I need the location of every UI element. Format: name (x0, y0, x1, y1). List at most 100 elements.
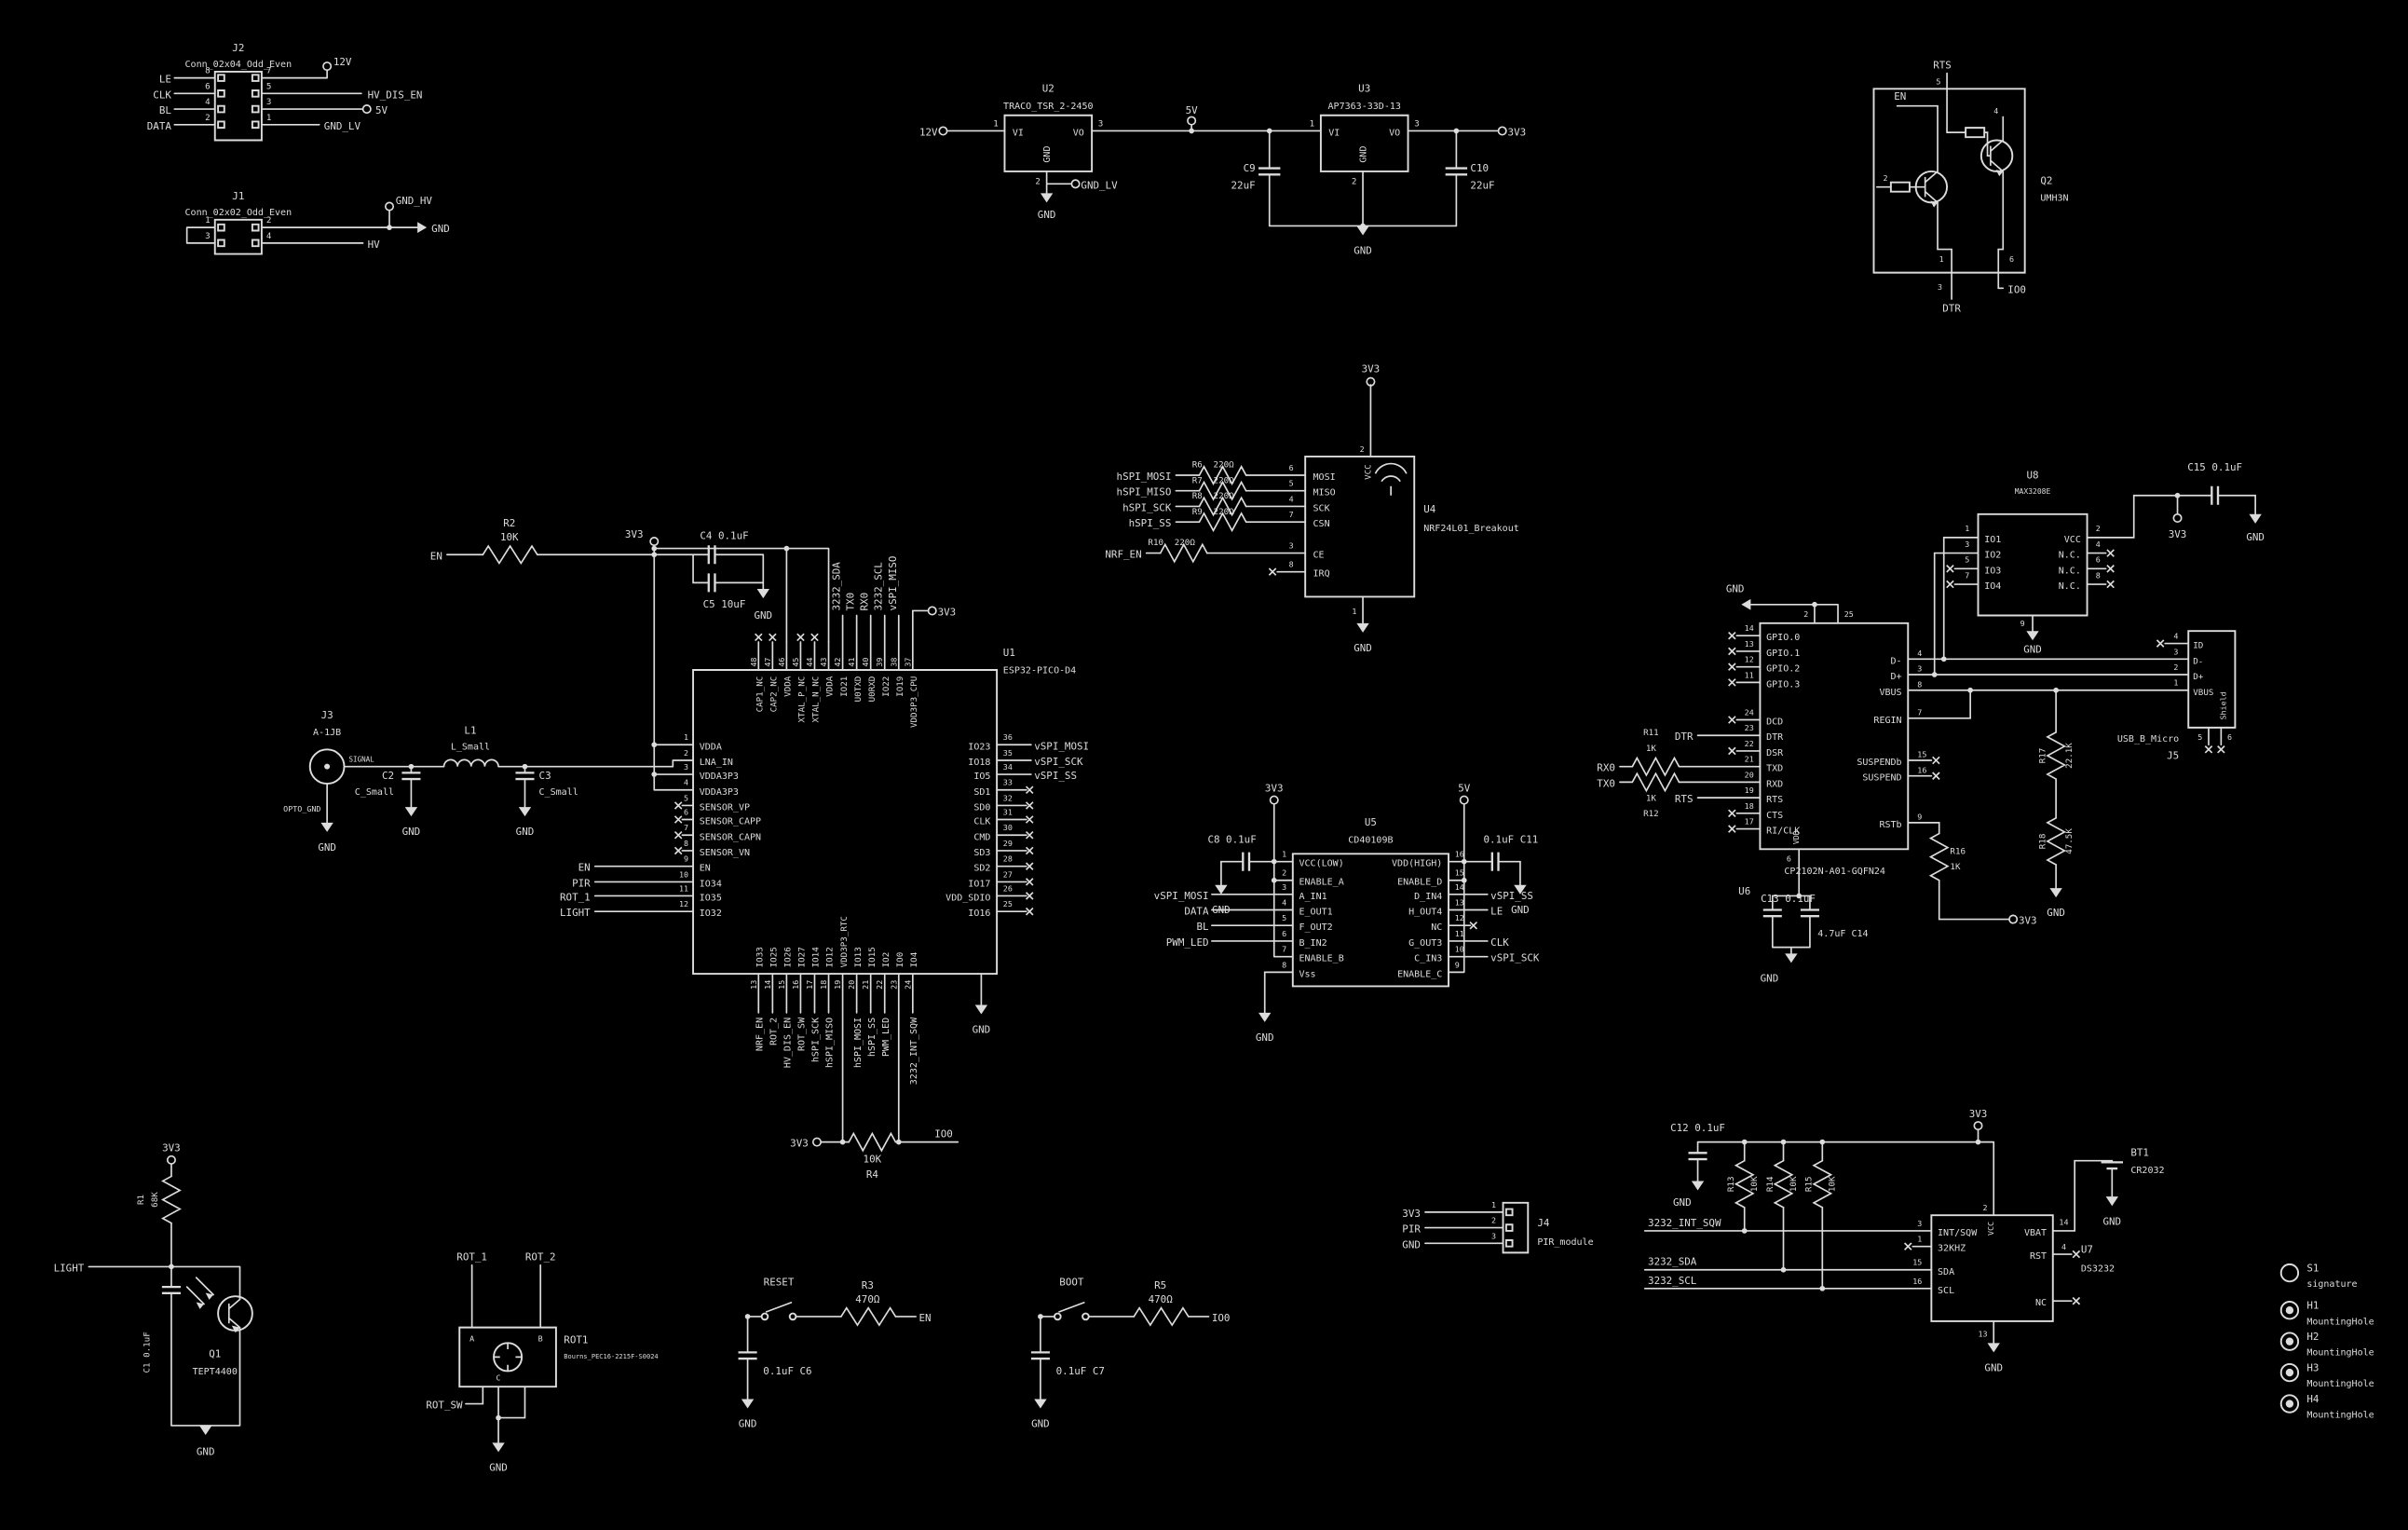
cp2102n-u6-body[interactable] (1759, 622, 1910, 851)
wires-j2 (173, 69, 364, 126)
u6-pin-9: 9 (1917, 813, 1922, 822)
u1-net-3v3-cpu: 3V3 (938, 606, 957, 618)
u1-pinname-cmd: CMD (973, 832, 990, 842)
bt1-ref: BT1 (2130, 1147, 2149, 1159)
encoder-detents (494, 1343, 523, 1372)
j2-pin-7: 7 (266, 66, 272, 76)
reset-switch-contact-a[interactable] (760, 1312, 769, 1321)
mounting-hole-h1[interactable] (2279, 1301, 2300, 1320)
connector-j4-body[interactable] (1502, 1201, 1530, 1254)
signature-s1-circle[interactable] (2279, 1263, 2300, 1283)
u1-pinname-io19: IO19 (895, 676, 905, 697)
u1-pin-26: 26 (1003, 883, 1013, 893)
u8-pin-1: 1 (1965, 524, 1969, 533)
u1-pin-44: 44 (805, 658, 814, 667)
no-connect-marker (1946, 565, 1954, 573)
usb-pinname-dm: D- (2193, 656, 2203, 666)
u6-pin-11: 11 (1745, 670, 1754, 679)
u1-pin-10: 10 (679, 869, 688, 879)
mounting-hole-h1-pad (2285, 1306, 2294, 1315)
junction-dot (1819, 1139, 1826, 1145)
u5-pinname-g-out3: G_OUT3 (1408, 938, 1442, 949)
reset-switch-contact-b[interactable] (788, 1312, 797, 1321)
ds3232-u7-body[interactable] (1930, 1214, 2054, 1322)
connector-j1-body[interactable] (213, 218, 263, 255)
connector-j2-body[interactable] (213, 70, 263, 142)
power-3v3-u6 (2008, 914, 2019, 924)
u8-pinname-io2: IO2 (1984, 551, 2001, 561)
u4-pinname-ce: CE (1313, 551, 1325, 561)
net-nrf-en-u4: NRF_EN (1105, 549, 1141, 561)
u4-ref: U4 (1423, 503, 1436, 515)
j1-ref: J1 (232, 190, 244, 202)
wires-en-pullup (446, 544, 830, 791)
u1-pinname-io35: IO35 (700, 893, 722, 903)
u8-pin-7: 7 (1965, 570, 1969, 580)
net-rx0-u6: RX0 (1597, 762, 1615, 774)
junction-dot (2053, 687, 2059, 693)
net-vspi-ss-u1: vSPI_SS (1034, 770, 1077, 782)
u1-pinname-io16: IO16 (968, 908, 990, 919)
mounting-hole-h2[interactable] (2279, 1332, 2300, 1351)
u6-pin-17: 17 (1745, 817, 1754, 826)
mounting-hole-h4[interactable] (2279, 1394, 2300, 1414)
j2-pin-4: 4 (205, 97, 211, 107)
u1-pin-9: 9 (684, 854, 688, 864)
regulator-u2-body[interactable] (1003, 114, 1094, 172)
c8-label: C8 0.1uF (1207, 834, 1256, 846)
rot1-value: Bourns_PEC16-2215F-S0024 (564, 1352, 658, 1360)
cd40109b-u5-body[interactable] (1291, 853, 1449, 988)
u8-pinname-io3: IO3 (1984, 566, 2001, 576)
u5-pin-5: 5 (1282, 913, 1286, 922)
u1-pin-42: 42 (833, 658, 842, 667)
u6-pinname-gpio1: GPIO.1 (1766, 649, 1800, 659)
boot-switch-contact-b[interactable] (1082, 1312, 1090, 1321)
u5-pin-1: 1 (1282, 850, 1286, 859)
esd-u8-body[interactable] (1977, 512, 2088, 617)
u1-pinname-sensor-capp: SENSOR_CAPP (700, 817, 761, 827)
transistor-q2-body[interactable] (1872, 88, 2026, 274)
u1-pin-8: 8 (684, 839, 688, 848)
u2-net-12v: 12V (919, 126, 938, 138)
u6-pinname-gpio2: GPIO.2 (1766, 664, 1800, 675)
j1-pin-1: 1 (205, 215, 211, 225)
c14-label: 4.7uF C14 (1817, 929, 1868, 939)
u4-value: NRF24L01_Breakout (1423, 524, 1519, 534)
reset-gnd: GND (739, 1418, 757, 1430)
encoder-rot1-body[interactable] (458, 1326, 557, 1388)
phototransistor-q1-circle[interactable] (217, 1295, 253, 1332)
r15-ref: R15 (1804, 1176, 1815, 1192)
u1-value: ESP32-PICO-D4 (1003, 665, 1076, 676)
junction-dot (1266, 128, 1272, 134)
u1-pin-22: 22 (875, 980, 884, 990)
u1-pinname-io4: IO4 (909, 951, 919, 967)
net-light-q1: LIGHT (54, 1262, 85, 1274)
boot-switch-contact-a[interactable] (1054, 1312, 1062, 1321)
usb-j5-body[interactable] (2187, 630, 2237, 729)
jack-j3-ring[interactable] (308, 748, 346, 785)
c12-label: C12 0.1uF (1670, 1122, 1725, 1134)
r11-value: 1K (1646, 744, 1657, 754)
esp32-u1-body[interactable] (692, 669, 999, 976)
regulator-u3-body[interactable] (1319, 114, 1409, 172)
j2-net-le: LE (159, 74, 171, 86)
h2-ref: H2 (2306, 1331, 2319, 1343)
power-symbols (166, 61, 2183, 1165)
nrf24l01-u4-body[interactable] (1304, 455, 1416, 598)
net-rot2-sw: ROT_2 (525, 1251, 556, 1264)
mounting-hole-h3[interactable] (2279, 1362, 2300, 1383)
no-connect-layer (673, 549, 2225, 1305)
junction-dot (1189, 128, 1194, 134)
u4-gnd: GND (1354, 642, 1372, 654)
u5-pinname-enable-a: ENABLE_A (1299, 878, 1343, 888)
net-rot-sw: ROT_SW (426, 1400, 463, 1412)
c3-gnd: GND (516, 826, 535, 838)
net-3232-scl: 3232_SCL (1648, 1275, 1697, 1287)
h2-value: MountingHole (2306, 1348, 2374, 1359)
net-3232-scl-u1: 3232_SCL (873, 562, 885, 611)
u7-pin-1: 1 (1917, 1235, 1922, 1244)
u6-pin-16: 16 (1917, 765, 1926, 774)
q2-net-rts: RTS (1933, 60, 1952, 72)
r13-value: 10K (1749, 1176, 1760, 1192)
